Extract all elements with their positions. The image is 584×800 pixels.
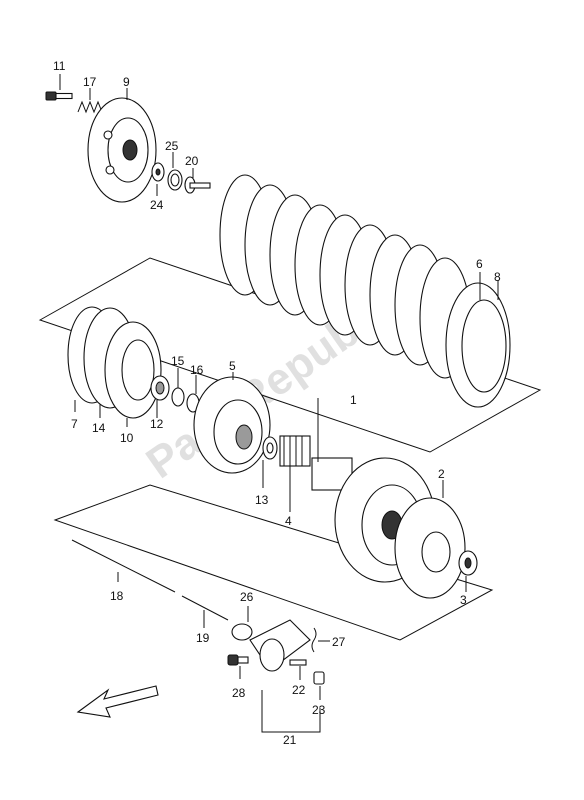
spring-17 [77,100,103,114]
callout-12: 12 [150,417,164,431]
clutch-plates-group-box [38,257,542,453]
callout-23: 23 [312,703,326,717]
callout-24: 24 [150,198,164,212]
callout-10: 10 [120,431,134,445]
callout-4: 4 [285,514,292,528]
callout-labels: 11 17 9 25 20 24 6 8 15 16 5 1 7 14 10 1… [53,59,501,747]
leader-lines [59,74,499,733]
plate-2 [394,497,466,599]
push-piece-20 [184,176,211,194]
bolt-22 [289,659,307,666]
clutch-assembly-left [67,306,162,419]
callout-19: 19 [196,631,210,645]
bearing-25 [167,169,183,191]
callout-27: 27 [332,635,346,649]
washer-24 [151,162,165,182]
callout-8: 8 [494,270,501,284]
callout-14: 14 [92,421,106,435]
callout-7: 7 [71,417,78,431]
callout-5: 5 [229,359,236,373]
push-rod-18 [71,539,176,593]
washer-3 [458,550,478,576]
callout-1: 1 [350,393,357,407]
pressure-plate-9 [87,97,157,203]
callout-22: 22 [292,683,306,697]
callout-6: 6 [476,257,483,271]
callout-21: 21 [283,733,297,747]
washer-15 [171,387,185,407]
clutch-hub-5 [193,376,271,474]
seal-26 [231,623,253,641]
bolt-28 [227,654,249,666]
callout-17: 17 [83,75,97,89]
callout-26: 26 [240,590,254,604]
spring-27 [311,627,317,653]
lower-group-box [53,484,494,641]
release-cylinder-21 [249,619,311,672]
callout-28: 28 [232,686,246,700]
callout-20: 20 [185,154,199,168]
push-rod-19 [181,595,229,621]
nut-23 [313,671,325,685]
callout-11: 11 [53,59,66,73]
callout-16: 16 [190,363,204,377]
callout-3: 3 [460,593,467,607]
callout-9: 9 [123,75,130,89]
bolt-11 [45,91,73,101]
clutch-plate-stack [219,174,511,408]
bearing-12 [150,375,170,401]
callout-2: 2 [438,467,445,481]
arrow-down-left-icon [76,685,159,718]
callout-13: 13 [255,493,269,507]
callout-25: 25 [165,139,179,153]
washer-13 [262,436,278,460]
needle-bearing-4 [279,435,311,467]
callout-18: 18 [110,589,124,603]
callout-15: 15 [171,354,185,368]
